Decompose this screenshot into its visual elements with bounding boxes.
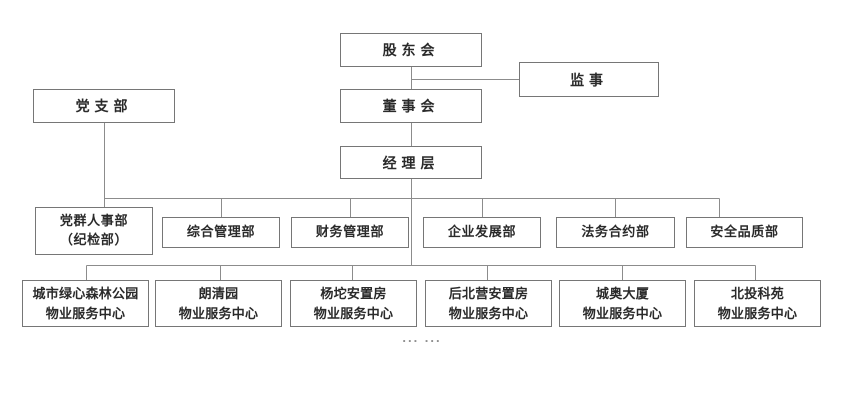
connector-service-centers <box>86 265 756 280</box>
org-node-label-line1: 综合管理部 <box>186 224 256 240</box>
org-node-label-line2: 物业服务中心 <box>717 305 798 321</box>
org-node-dept-party-hr: 党群人事部 （纪检部） <box>35 207 153 255</box>
org-node-dept-general-admin: 综合管理部 <box>162 217 280 248</box>
org-node-label: 经理层 <box>382 154 440 171</box>
org-node-center-chengao-tower: 城奥大厦 物业服务中心 <box>559 280 686 327</box>
more-centers-ellipsis: ... ... <box>402 330 442 345</box>
org-node-label-line1: 安全品质部 <box>710 224 779 240</box>
org-node-label-line2: 物业服务中心 <box>313 305 394 321</box>
org-node-party-branch: 党支部 <box>33 89 175 123</box>
org-node-board: 董事会 <box>340 89 482 123</box>
org-node-management: 经理层 <box>340 146 482 179</box>
org-node-center-yangtuo-resettlement: 杨坨安置房 物业服务中心 <box>290 280 417 327</box>
connector-departments <box>104 198 720 217</box>
org-node-label-line1: 后北营安置房 <box>448 286 529 301</box>
org-node-label-line1: 朗清园 <box>198 286 239 301</box>
org-node-dept-legal-contract: 法务合约部 <box>556 217 675 248</box>
org-node-label-line1: 财务管理部 <box>315 224 385 240</box>
org-node-label-line1: 杨坨安置房 <box>320 286 387 301</box>
org-node-label-line1: 党群人事部 <box>59 213 129 229</box>
org-node-center-langqingyuan: 朗清园 物业服务中心 <box>155 280 282 327</box>
org-node-label: 股东会 <box>382 42 440 58</box>
org-node-label-line2: （纪检部） <box>59 232 129 247</box>
org-node-center-beitou-keyuan: 北投科苑 物业服务中心 <box>694 280 821 327</box>
org-node-label: 董事会 <box>382 98 440 114</box>
org-node-label-line1: 北投科苑 <box>730 286 785 301</box>
org-node-dept-safety-quality: 安全品质部 <box>686 217 803 248</box>
org-node-center-houbeiying-resettlement: 后北营安置房 物业服务中心 <box>425 280 552 327</box>
org-node-label-line2: 物业服务中心 <box>582 305 663 321</box>
org-node-shareholders: 股东会 <box>340 33 482 67</box>
org-node-supervisor: 监事 <box>519 62 659 97</box>
org-node-label-line1: 城市绿心森林公园 <box>32 286 139 301</box>
org-node-label: 党支部 <box>75 98 133 114</box>
org-node-dept-enterprise-dev: 企业发展部 <box>423 217 541 248</box>
org-node-label-line2: 物业服务中心 <box>448 305 529 321</box>
org-node-center-green-heart-forest-park: 城市绿心森林公园 物业服务中心 <box>22 280 149 327</box>
org-node-label: 监事 <box>570 71 608 88</box>
org-node-label-line2: 物业服务中心 <box>178 305 259 321</box>
org-node-label-line1: 企业发展部 <box>447 224 517 240</box>
org-node-label-line1: 城奥大厦 <box>595 286 650 301</box>
org-node-label-line1: 法务合约部 <box>581 224 650 240</box>
org-node-dept-finance: 财务管理部 <box>291 217 409 248</box>
org-node-label-line2: 物业服务中心 <box>45 305 126 321</box>
